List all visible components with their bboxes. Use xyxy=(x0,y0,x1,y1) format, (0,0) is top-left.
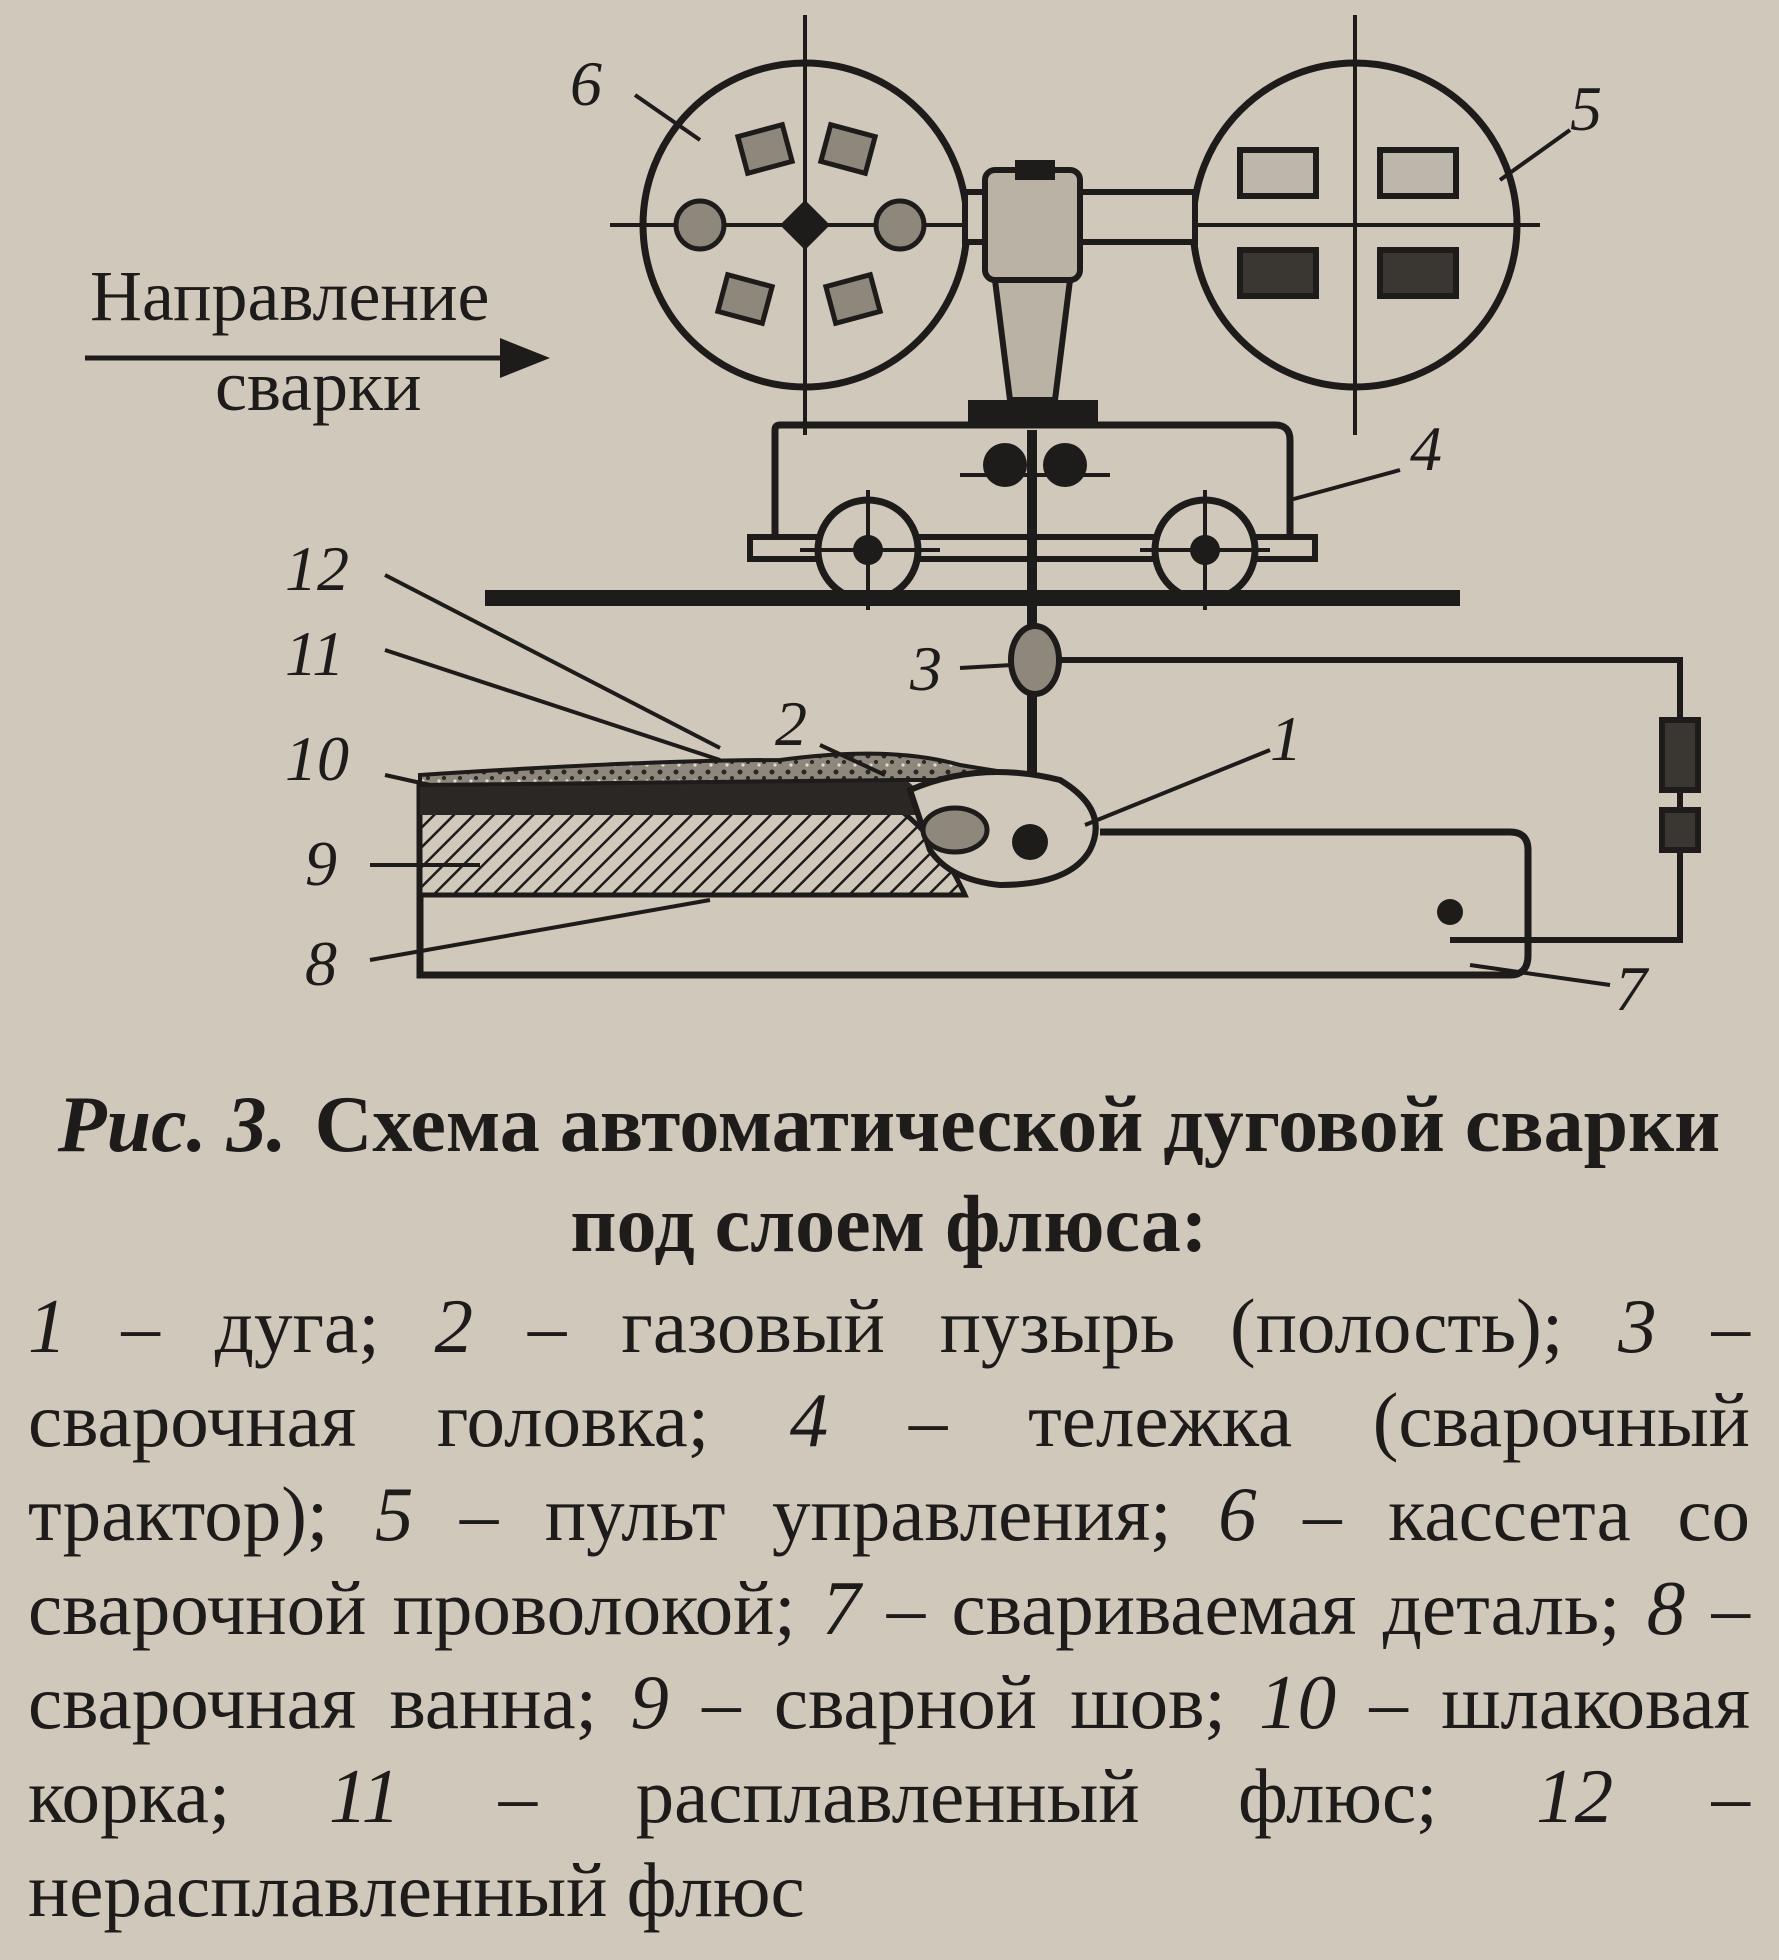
legend-item: 6 – кассета со сварочной проволокой; xyxy=(28,1471,1751,1651)
caption-legend: 1 – дуга; 2 – газовый пузырь (полость); … xyxy=(28,1279,1750,1937)
legend-item: 2 – газовый пузырь (полость); xyxy=(434,1283,1564,1369)
callout-3: 3 xyxy=(909,633,942,704)
weld-seam xyxy=(417,807,969,898)
callout-1: 1 xyxy=(1270,703,1302,774)
weld-pool xyxy=(906,769,1099,889)
welding-direction: Направление сварки xyxy=(85,256,550,426)
legend-item: 3 – сварочная головка; xyxy=(28,1283,1750,1463)
figure-caption: Рис. 3. Схема автоматической дуговой свар… xyxy=(28,1075,1750,1937)
caption-title-text: Схема автоматической дуговой сварки под … xyxy=(314,1081,1721,1269)
callout-6: 6 xyxy=(570,48,602,119)
welding-head-column xyxy=(968,160,1098,422)
legend-item: 12 – нерасплавленный флюс xyxy=(28,1753,1751,1933)
welding-diagram: Направление сварки xyxy=(85,15,1701,1024)
rail xyxy=(485,590,1460,606)
direction-arrowhead-icon xyxy=(500,338,550,378)
legend-item: 5 – пульт управления; xyxy=(374,1471,1172,1557)
legend-item: 11 – расплавленный флюс; xyxy=(328,1753,1438,1839)
legend-item: 7 – свариваемая деталь; xyxy=(821,1565,1621,1651)
callout-2: 2 xyxy=(775,688,807,759)
callout-9: 9 xyxy=(305,828,337,899)
callout-10: 10 xyxy=(285,723,349,794)
legend-item: 1 – дуга; xyxy=(28,1283,380,1369)
caption-title: Рис. 3. Схема автоматической дуговой свар… xyxy=(28,1075,1750,1275)
callout-7: 7 xyxy=(1615,953,1650,1024)
callout-4: 4 xyxy=(1410,413,1442,484)
workpiece xyxy=(416,780,1532,979)
control-panel xyxy=(1160,15,1540,435)
figure-number: Рис. 3. xyxy=(57,1081,287,1169)
ground-terminal xyxy=(1437,899,1463,925)
legend-item: 9 – сварной шов; xyxy=(630,1659,1226,1745)
legend-item: 4 – тележка (сварочный трактор); xyxy=(28,1377,1751,1557)
diagram-canvas: Направление сварки xyxy=(85,15,1701,1024)
power-circuit xyxy=(1058,657,1701,943)
callout-8: 8 xyxy=(305,928,337,999)
legend-item: 8 – сварочная ванна; xyxy=(28,1565,1751,1745)
callout-12: 12 xyxy=(285,533,349,604)
callout-5: 5 xyxy=(1570,73,1602,144)
gas-bubble xyxy=(920,805,990,855)
callout-11: 11 xyxy=(285,618,344,689)
arc xyxy=(1012,824,1048,860)
direction-label-line1: Направление xyxy=(90,256,489,336)
leader-lines xyxy=(369,93,1611,987)
wire-cassette xyxy=(610,15,995,435)
legend-item: 10 – шлаковая корка; xyxy=(28,1659,1751,1839)
